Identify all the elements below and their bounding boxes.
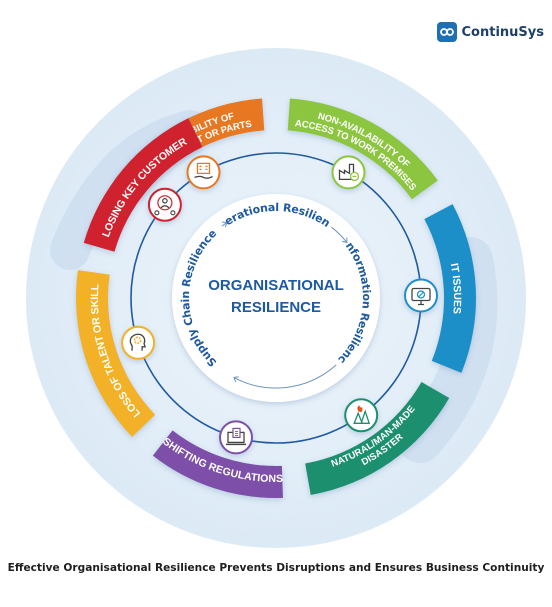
flow-arrow (233, 364, 337, 389)
customer-network-icon (147, 187, 182, 222)
center-title-line1: ORGANISATIONAL (208, 277, 344, 294)
center-disc (172, 194, 380, 402)
brand-name: ContinuSys (461, 24, 544, 40)
building-hand-icon (186, 155, 221, 190)
segment-band (83, 118, 203, 252)
caption: Effective Organisational Resilience Prev… (7, 562, 545, 574)
arrow-head-icon (341, 237, 348, 244)
wildfire-icon (344, 398, 379, 433)
segment-band (287, 98, 438, 200)
arrow-head-icon (233, 376, 239, 383)
segment-band (305, 382, 450, 495)
document-laptop-icon (219, 420, 253, 455)
computer-monitor-icon (404, 278, 438, 313)
co-logo-icon (436, 22, 457, 42)
center-title-line2: RESILIENCE (231, 299, 321, 316)
factory-icon (331, 155, 366, 190)
segment-band (424, 204, 476, 373)
segment-band (75, 270, 156, 437)
arrow-head-icon (221, 221, 228, 228)
brand-logo: ContinuSys (436, 22, 544, 42)
segment-it: IT ISSUES (424, 204, 476, 373)
segment-label: IT ISSUES (448, 262, 463, 314)
head-gear-icon (121, 325, 156, 360)
segment-band (152, 430, 283, 498)
